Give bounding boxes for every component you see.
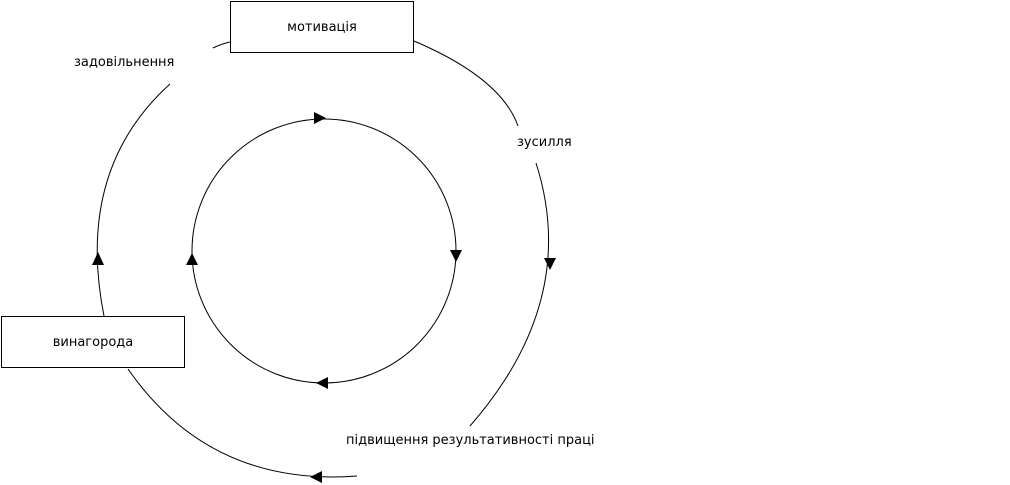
inner-cycle-circle	[191, 118, 457, 384]
label-performance: підвищення результативності праці	[346, 433, 595, 448]
node-reward: винагорода	[1, 316, 185, 368]
outer-arc-effort-to-performance	[469, 162, 550, 427]
inner-arrow-right	[450, 250, 462, 262]
node-motivation: мотивація	[230, 1, 414, 53]
label-effort: зусилля	[517, 135, 572, 150]
outer-arc-reward-to-satisfaction	[96, 83, 171, 317]
inner-arrow-bottom	[316, 377, 328, 389]
node-motivation-label: мотивація	[287, 19, 357, 35]
label-satisfaction: задовільнення	[74, 55, 175, 70]
outer-arrow-right	[544, 258, 556, 270]
node-reward-label: винагорода	[52, 334, 134, 350]
inner-arrow-left	[186, 253, 198, 265]
inner-arrow-top	[314, 112, 326, 124]
outer-arc-motivation-to-effort	[413, 40, 519, 127]
outer-arc-satisfaction-to-motivation	[212, 41, 231, 49]
outer-arrow-bottom	[310, 471, 322, 483]
outer-arrow-left	[92, 252, 104, 265]
